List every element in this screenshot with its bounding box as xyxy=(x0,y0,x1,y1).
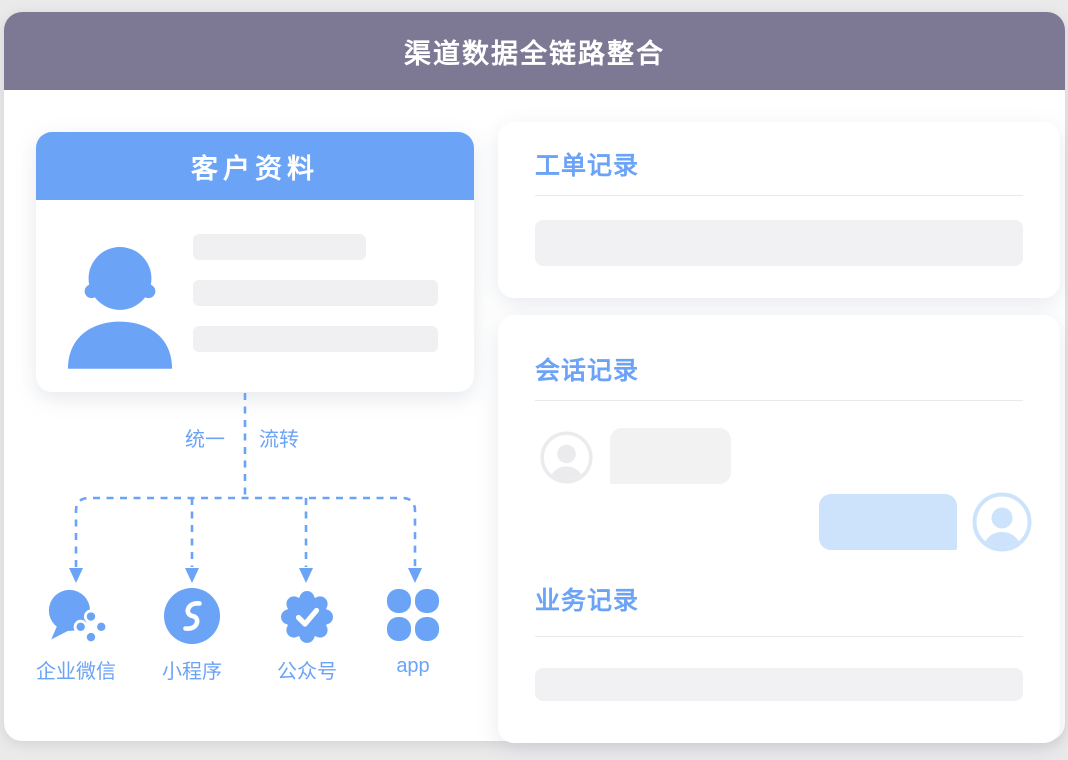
customer-card-body xyxy=(36,200,474,392)
placeholder-line xyxy=(193,280,438,306)
customer-avatar-icon xyxy=(67,247,173,369)
channel-miniprogram: 小程序 xyxy=(142,588,242,684)
circulate-label: 流转 xyxy=(259,429,299,451)
wecom-chat-icon xyxy=(45,588,107,646)
page-title: 渠道数据全链路整合 xyxy=(404,38,665,69)
customer-chat-avatar-icon xyxy=(540,431,593,484)
app-grid-icon xyxy=(386,588,440,646)
business-records-title: 业务记录 xyxy=(535,587,640,615)
channel-official-account: 公众号 xyxy=(257,588,357,684)
ticket-records-card: 工单记录 xyxy=(498,122,1060,298)
customer-chat-bubble xyxy=(610,428,731,484)
customer-card-header: 客户资料 xyxy=(36,132,474,200)
unify-label: 统一 xyxy=(185,429,225,451)
channel-label: app xyxy=(396,655,430,677)
ticket-records-title: 工单记录 xyxy=(535,152,640,180)
session-business-card: 会话记录 业务记录 xyxy=(498,315,1060,743)
divider xyxy=(535,636,1023,637)
channel-app: app xyxy=(363,588,463,678)
divider xyxy=(535,400,1023,401)
channel-label: 公众号 xyxy=(277,661,337,683)
session-records-title: 会话记录 xyxy=(535,357,640,385)
panel-body: 客户资料 xyxy=(4,90,1065,743)
channel-wecom: 企业微信 xyxy=(26,588,126,684)
main-panel: 渠道数据全链路整合 客户资料 xyxy=(4,12,1065,743)
placeholder-line xyxy=(193,326,438,352)
placeholder-bar xyxy=(535,220,1023,266)
header-bar: 渠道数据全链路整合 xyxy=(4,12,1065,90)
customer-placeholder-lines xyxy=(193,234,438,352)
miniprogram-icon xyxy=(164,588,220,646)
customer-profile-card: 客户资料 xyxy=(36,132,474,392)
agent-chat-avatar-icon xyxy=(972,492,1032,552)
arrow-down-icon xyxy=(69,568,422,583)
placeholder-bar xyxy=(535,668,1023,701)
agent-chat-bubble xyxy=(819,494,957,550)
divider xyxy=(535,195,1023,196)
channel-label: 小程序 xyxy=(162,661,222,683)
customer-card-title: 客户资料 xyxy=(191,153,319,184)
placeholder-line xyxy=(193,234,366,260)
channel-label: 企业微信 xyxy=(36,661,116,683)
official-account-badge-icon xyxy=(278,588,336,646)
